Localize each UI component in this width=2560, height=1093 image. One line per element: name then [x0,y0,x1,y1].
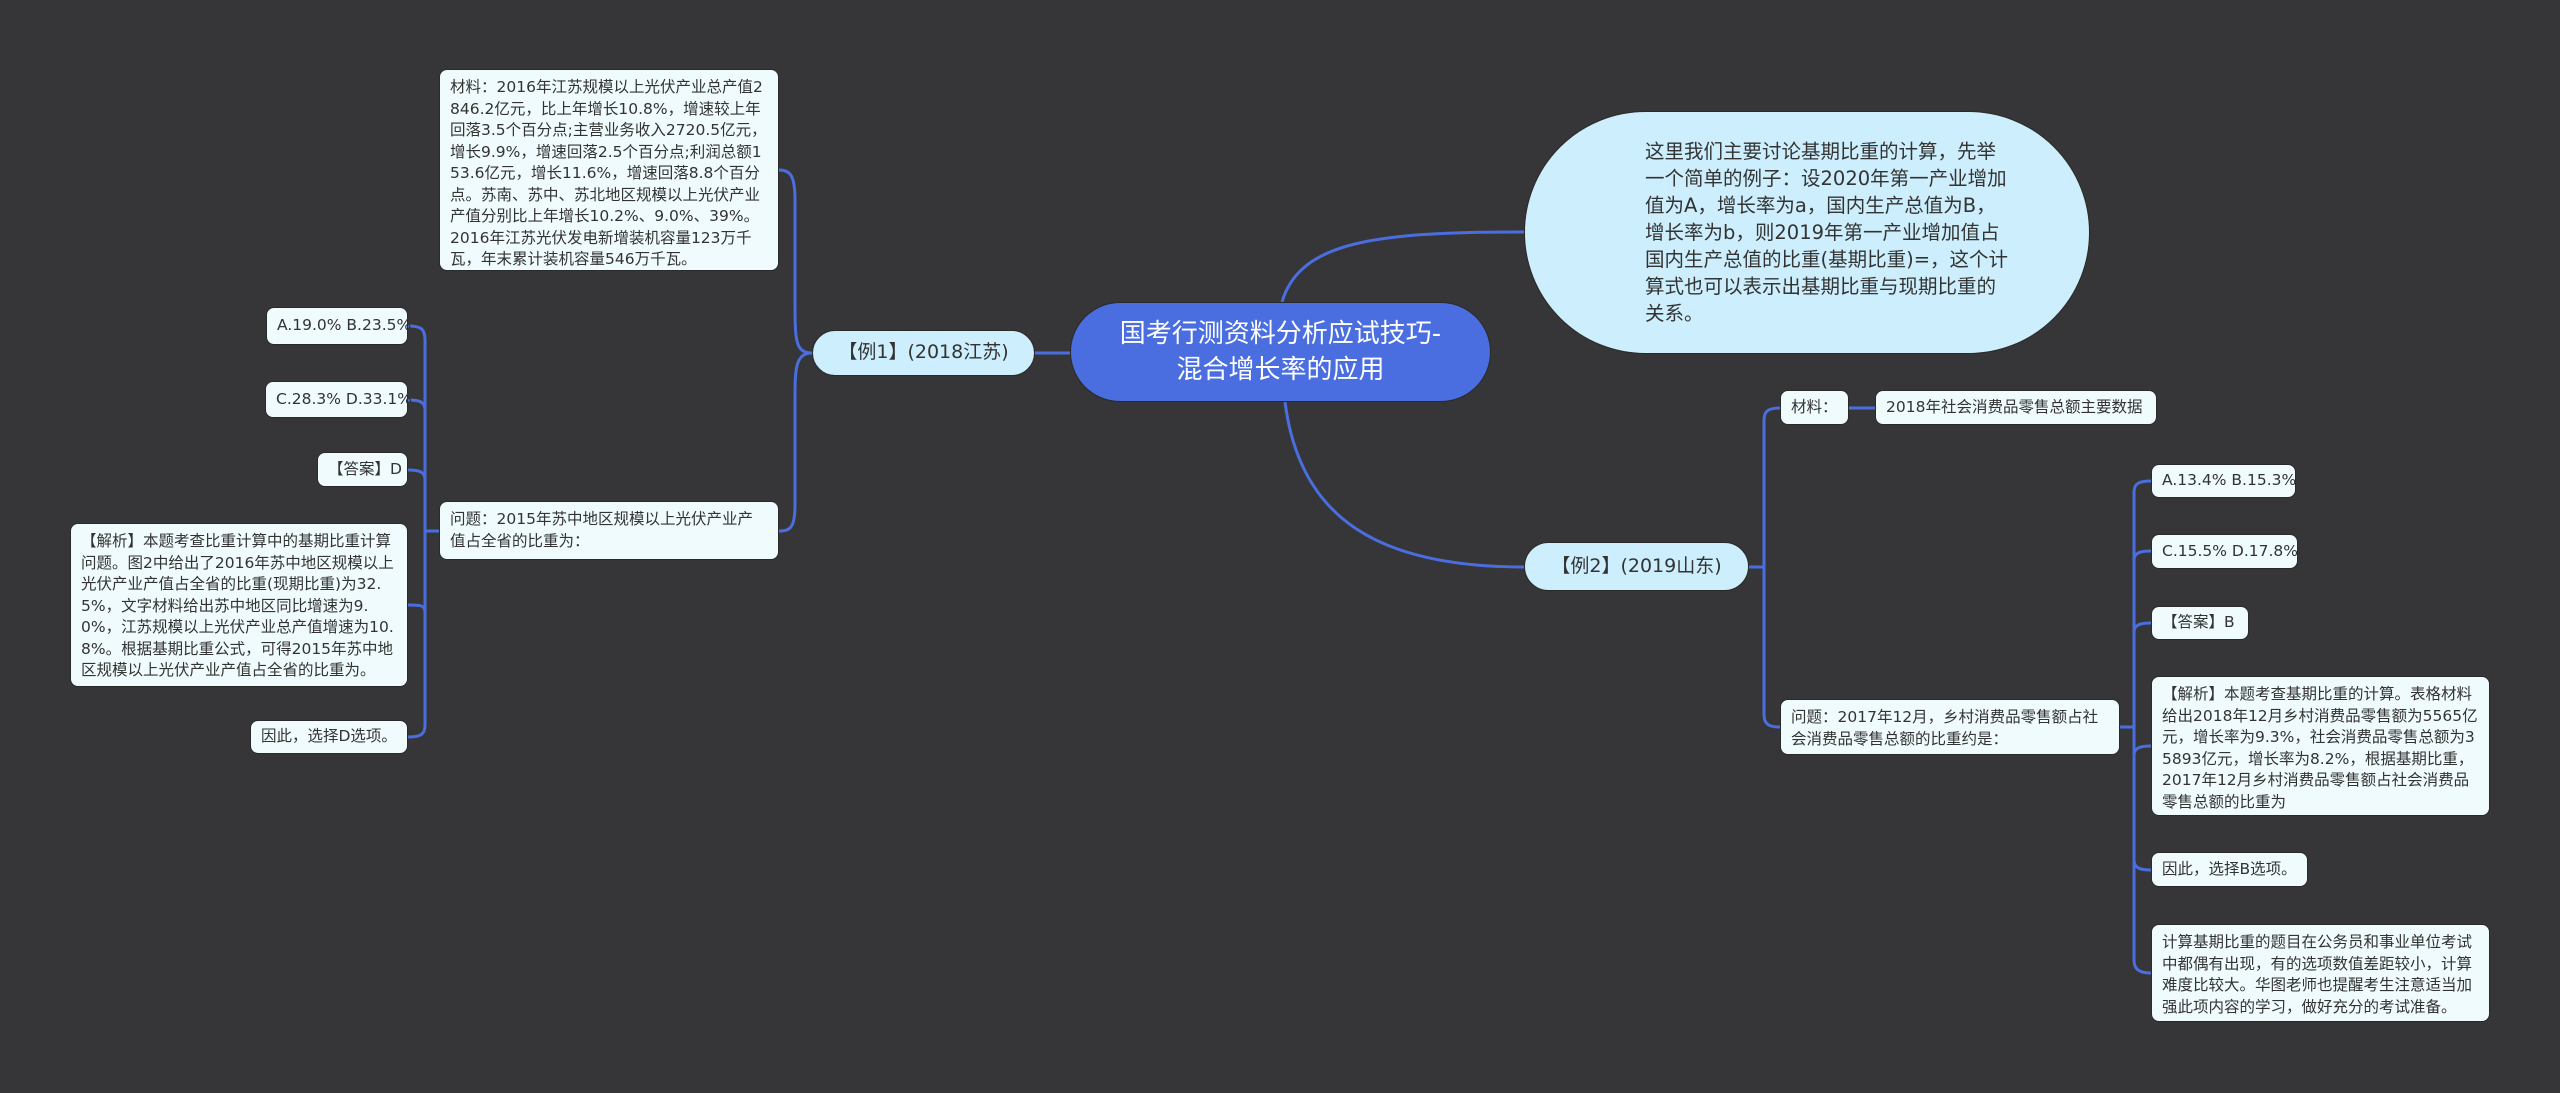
options-text: A.19.0% B.23.5% [277,316,412,335]
link-question2-note [2132,727,2152,975]
analysis-text: 【解析】本题考查基期比重的计算。表格材料给出2018年12月乡村消费品零售额为5… [2162,685,2478,811]
example2-conclusion[interactable]: 因此，选择B选项。 [2151,852,2308,887]
intro-node[interactable]: 这里我们主要讨论基期比重的计算，先举一个简单的例子：设2020年第一产业增加值为… [1524,111,2090,354]
example2-label: 【例2】(2019山东) [1551,554,1722,577]
example1-options-cd[interactable]: C.28.3% D.33.1% [265,381,412,418]
link-root-example2 [1283,401,1525,569]
example2-material-label[interactable]: 材料： [1780,390,1849,425]
question-text: 问题：2017年12月，乡村消费品零售额占社会消费品零售总额的比重约是： [1791,708,2099,748]
example2-analysis[interactable]: 【解析】本题考查基期比重的计算。表格材料给出2018年12月乡村消费品零售额为5… [2151,676,2490,816]
root-topic[interactable]: 国考行测资料分析应试技巧-混合增长率的应用 [1070,302,1491,402]
example1-analysis[interactable]: 【解析】本题考查比重计算中的基期比重计算问题。图2中给出了2016年苏中地区规模… [70,523,408,687]
example2-options-ab[interactable]: A.13.4% B.15.3% [2151,464,2296,498]
link-question1-cd [407,398,427,411]
note-text: 计算基期比重的题目在公务员和事业单位考试中都偶有出现，有的选项数值差距较小，计算… [2162,933,2473,1016]
example1-material-text: 材料：2016年江苏规模以上光伏产业总产值2846.2亿元，比上年增长10.8%… [450,78,767,268]
example2-question[interactable]: 问题：2017年12月，乡村消费品零售额占社会消费品零售总额的比重约是： [1780,699,2120,755]
example2-note[interactable]: 计算基期比重的题目在公务员和事业单位考试中都偶有出现，有的选项数值差距较小，计算… [2151,924,2490,1022]
answer-text: 【答案】D [328,459,402,478]
example1-question[interactable]: 问题：2015年苏中地区规模以上光伏产业产值占全省的比重为： [439,501,779,560]
conclusion-text: 因此，选择B选项。 [2162,859,2297,878]
example1-label: 【例1】(2018江苏) [838,341,1009,364]
example1-material[interactable]: 材料：2016年江苏规模以上光伏产业总产值2846.2亿元，比上年增长10.8%… [439,69,779,271]
example1-conclusion[interactable]: 因此，选择D选项。 [250,720,408,754]
link-example2-material [1749,406,1781,569]
material-label-text: 材料： [1791,397,1838,416]
link-example2-question [1762,567,1781,729]
link-root-intro [1280,230,1525,303]
link-question1-ab [407,324,439,533]
link-question1-conclusion [407,531,427,739]
link-question1-analysis [407,531,427,613]
intro-text: 这里我们主要讨论基期比重的计算，先举一个简单的例子：设2020年第一产业增加值为… [1645,140,2009,325]
link-example1-question [778,351,813,533]
example1-options-ab[interactable]: A.19.0% B.23.5% [266,307,412,345]
link-question2-ab [2120,479,2152,729]
material-text: 2018年社会消费品零售总额主要数据 [1886,397,2143,416]
options-text: C.28.3% D.33.1% [276,389,413,408]
example2-options-cd[interactable]: C.15.5% D.17.8% [2151,534,2298,569]
link-question2-analysis [2132,727,2152,756]
example2-material[interactable]: 2018年社会消费品零售总额主要数据 [1875,390,2157,425]
options-text: A.13.4% B.15.3% [2162,471,2297,490]
example1-answer[interactable]: 【答案】D [317,452,408,487]
link-question2-answer [2132,621,2152,633]
analysis-text: 【解析】本题考查比重计算中的基期比重计算问题。图2中给出了2016年苏中地区规模… [81,532,394,679]
example2-answer[interactable]: 【答案】B [2151,606,2249,640]
example1-question-text: 问题：2015年苏中地区规模以上光伏产业产值占全省的比重为： [450,510,753,550]
root-title: 国考行测资料分析应试技巧-混合增长率的应用 [1119,319,1442,385]
example1-node[interactable]: 【例1】(2018江苏) [812,330,1035,376]
options-text: C.15.5% D.17.8% [2162,541,2299,560]
link-question1-answer [407,468,427,481]
answer-text: 【答案】B [2162,613,2235,632]
link-question2-cd [2132,549,2152,561]
example2-node[interactable]: 【例2】(2019山东) [1524,542,1749,591]
conclusion-text: 因此，选择D选项。 [261,727,397,746]
link-example1-material [778,168,813,355]
